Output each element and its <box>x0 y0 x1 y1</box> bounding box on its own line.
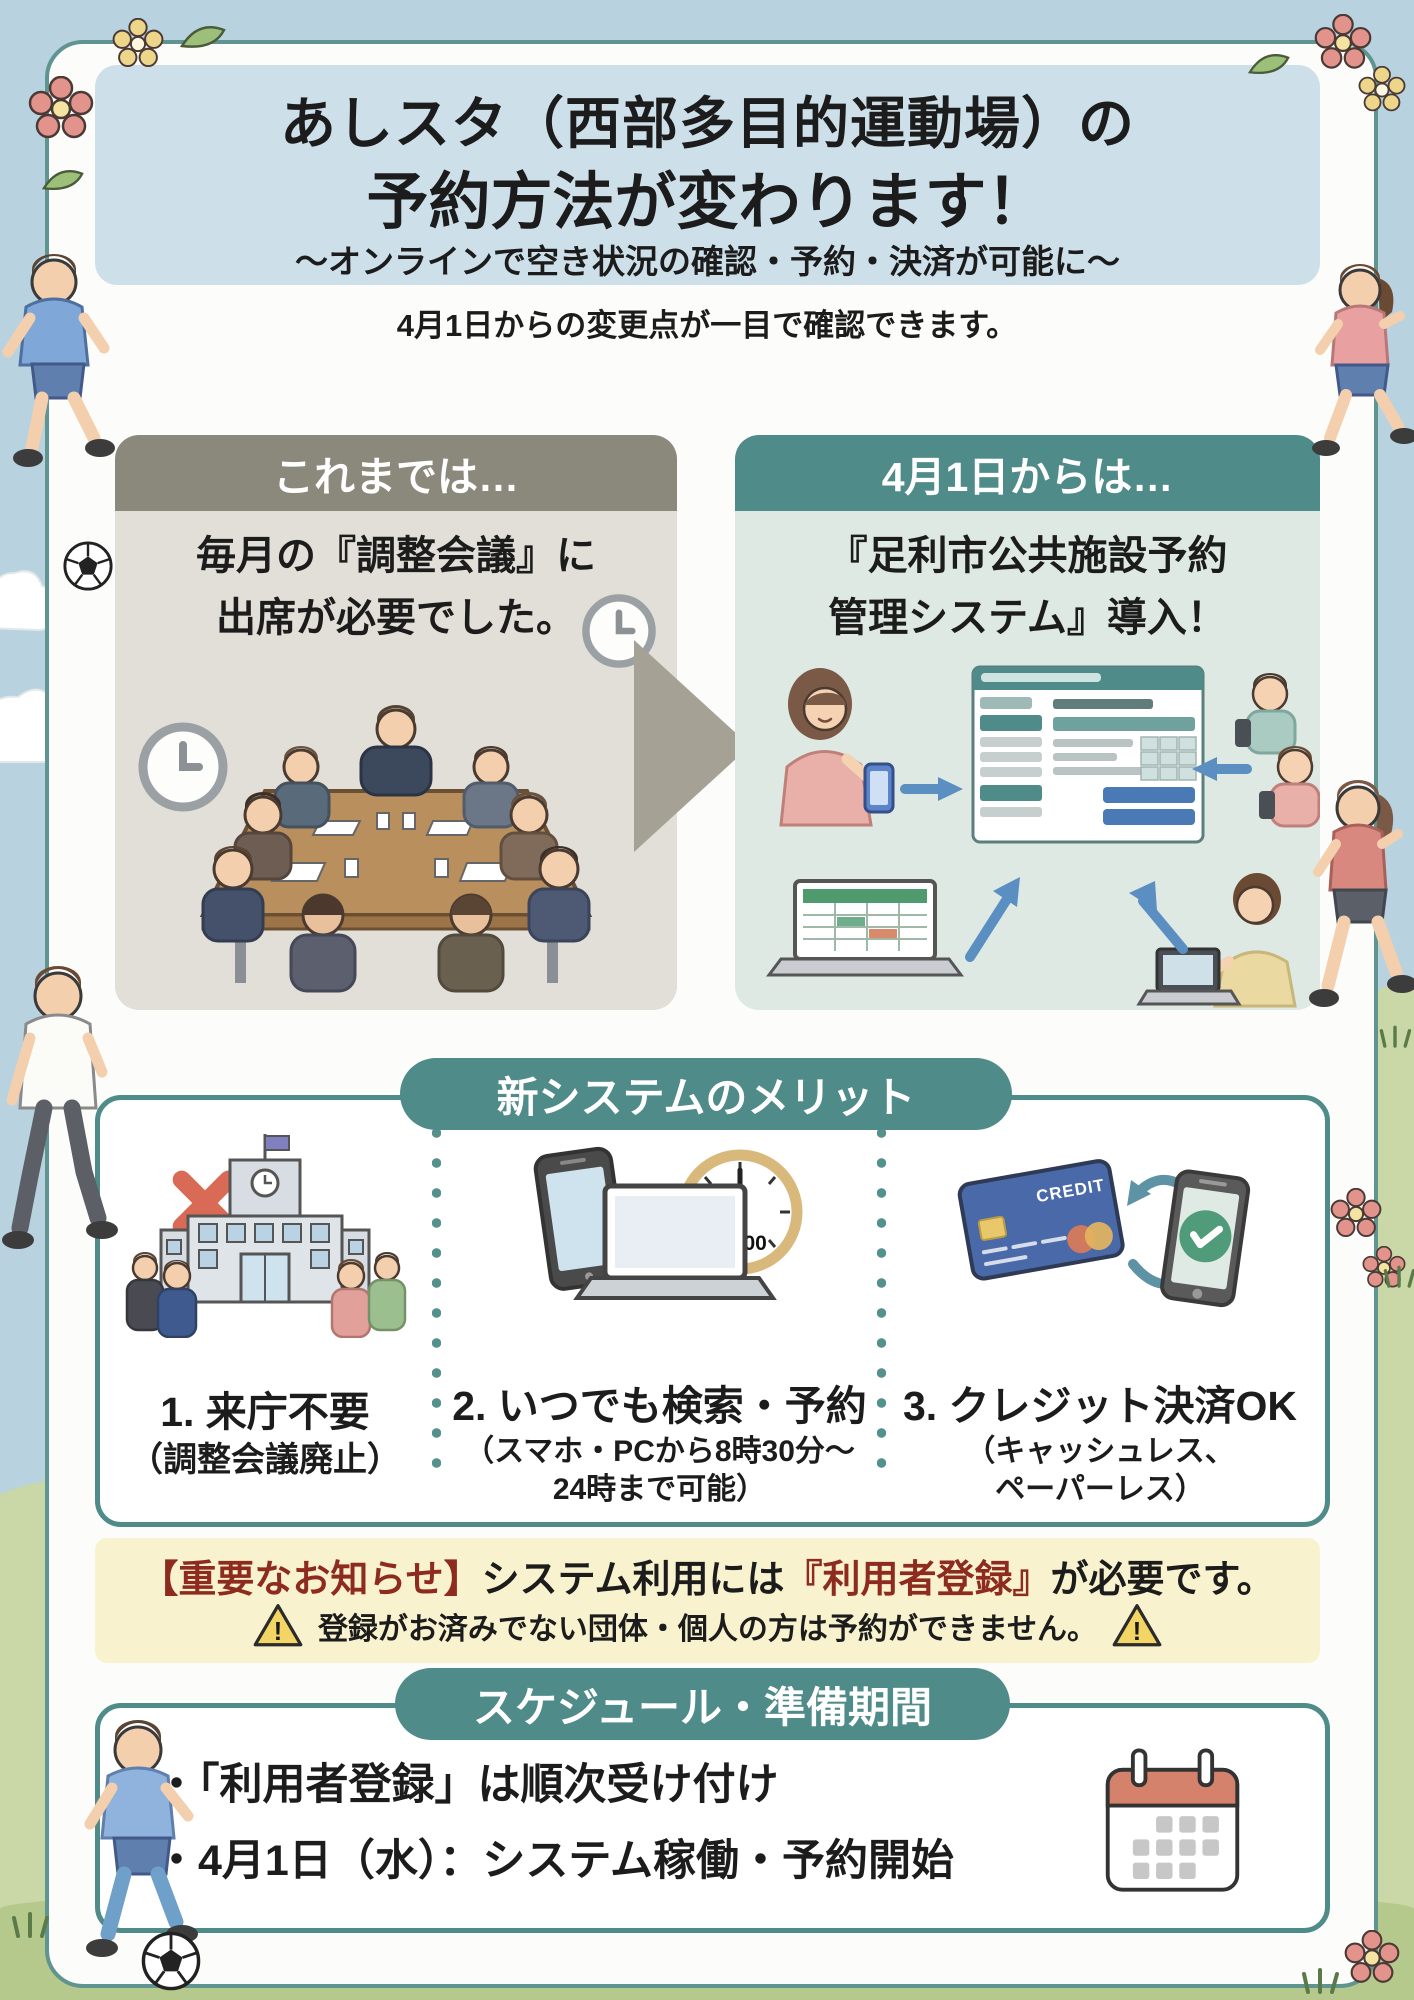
schedule-item-2: ・4月1日（水）：システム稼働・予約開始 <box>155 1837 955 1885</box>
notice-box: 【重要なお知らせ】システム利用には『利用者登録』が必要です。 ! 登録がお済みで… <box>95 1538 1320 1663</box>
walking-man-illustration <box>2 966 118 1249</box>
merits-header: 新システムのメリット <box>400 1058 1012 1130</box>
grass-tuft <box>12 1912 49 1938</box>
schedule-header: スケジュール・準備期間 <box>395 1668 1010 1740</box>
merit-title: 2. いつでも検索・予約 <box>452 1383 867 1429</box>
after-panel: 4月1日からは… 『足利市公共施設予約 管理システム』導入！ <box>735 435 1320 1010</box>
flyer-card <box>45 40 1378 1988</box>
before-body: 毎月の『調整会議』に 出席が必要でした。 <box>115 511 677 1010</box>
notice-line1: 【重要なお知らせ】システム利用には『利用者登録』が必要です。 <box>95 1548 1320 1603</box>
merit-title: 3. クレジット決済OK <box>902 1383 1298 1429</box>
after-body: 『足利市公共施設予約 管理システム』導入！ <box>735 511 1320 1010</box>
notice-line2: ! 登録がお済みでない団体・個人の方は予約ができません。 ! <box>95 1602 1320 1650</box>
flower-icon <box>1358 66 1406 112</box>
merit-title: 1. 来庁不要 <box>160 1389 370 1435</box>
grass-tuft <box>1383 1265 1414 1288</box>
schedule-item-1: ・「利用者登録」は順次受け付け <box>155 1761 779 1809</box>
merit-sub: （キャッシュレス、 <box>965 1435 1235 1468</box>
merit-sub: ペーパーレス） <box>995 1473 1205 1506</box>
flower-icon <box>1314 14 1372 69</box>
flower-icon <box>28 76 94 139</box>
svg-text:!: ! <box>1133 1616 1142 1646</box>
warning-icon: ! <box>253 1604 303 1647</box>
merit-sub: 24時まで可能） <box>552 1473 767 1506</box>
soccer-ball-icon <box>141 1931 201 1991</box>
leaf-icon <box>1248 54 1290 75</box>
soccer-ball-icon <box>63 541 113 591</box>
before-panel: これまでは… 毎月の『調整会議』に 出席が必要でした。 <box>115 435 677 1010</box>
page-title-line1: あしスタ（西部多目的運動場）の <box>280 92 1135 155</box>
notice-highlight2: 『利用者登録』 <box>784 1559 1051 1601</box>
column-divider <box>877 1128 886 1488</box>
notice-text2: が必要です。 <box>1050 1559 1275 1601</box>
notice-warning-text: 登録がお済みでない団体・個人の方は予約ができません。 <box>317 1613 1098 1646</box>
city-hall-x-icon <box>125 1134 407 1338</box>
before-line1: 毎月の『調整会議』に <box>196 534 596 578</box>
runner-girl-illustration <box>1312 264 1414 456</box>
after-line1: 『足利市公共施設予約 <box>827 534 1228 578</box>
merit-sub: （調整会議廃止） <box>129 1441 401 1479</box>
column-divider <box>432 1128 441 1488</box>
leaf-icon <box>42 170 84 191</box>
warning-icon: ! <box>1112 1604 1162 1647</box>
system-illustration <box>766 665 1320 1008</box>
svg-text:!: ! <box>274 1616 283 1646</box>
credit-payment-icon: CREDIT <box>957 1159 1251 1308</box>
page-title-line2: 予約方法が変わります！ <box>366 168 1049 237</box>
page-subtitle: ～オンラインで空き状況の確認・予約・決済が可能に～ <box>295 243 1120 280</box>
before-line2: 出席が必要でした。 <box>216 596 576 640</box>
meeting-illustration <box>199 705 593 993</box>
clock-icon <box>138 722 228 812</box>
flower-icon <box>112 18 164 68</box>
lead-text: 4月1日からの変更点が一目で確認できます。 <box>396 308 1018 343</box>
title-block: あしスタ（西部多目的運動場）の 予約方法が変わります！ ～オンラインで空き状況の… <box>95 65 1320 285</box>
after-line2: 管理システム』導入！ <box>828 596 1227 640</box>
merit-sub: （スマホ・PCから8時30分～ <box>464 1435 855 1468</box>
devices-clock-icon: 24:00 <box>533 1146 802 1300</box>
notice-text1: システム利用には <box>481 1559 785 1601</box>
flower-icon <box>1344 1930 1400 1983</box>
grass-tuft <box>1379 1025 1412 1048</box>
notice-highlight1: 【重要なお知らせ】 <box>140 1559 482 1601</box>
leaf-icon <box>180 26 226 48</box>
runner-woman-illustration <box>1309 780 1414 1007</box>
merit-item-3: CREDIT 3. クレジット決済OK （キャッシュ <box>895 1110 1305 1510</box>
before-header: これまでは… <box>115 435 677 511</box>
soccer-player-illustration <box>84 1720 198 1957</box>
soccer-player-illustration <box>2 254 115 467</box>
schedule-box: ・「利用者登録」は順次受け付け ・4月1日（水）：システム稼働・予約開始 <box>95 1703 1330 1933</box>
grass-tuft <box>1302 1968 1339 1994</box>
merit-item-2: 24:00 2. いつでも検索・予約 （スマホ・PCから8時30分～ 24時まで… <box>452 1110 867 1510</box>
flower-icon <box>1330 1188 1382 1238</box>
merit-item-1: 1. 来庁不要 （調整会議廃止） <box>110 1110 420 1510</box>
calendar-icon <box>1105 1748 1240 1892</box>
after-header: 4月1日からは… <box>735 435 1320 511</box>
